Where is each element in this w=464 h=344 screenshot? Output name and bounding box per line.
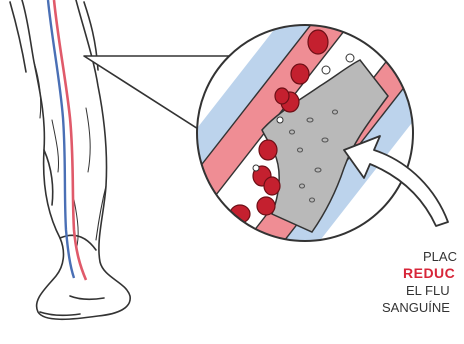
caption-line-3: EL FLU bbox=[406, 283, 450, 298]
caption-line-2: REDUC bbox=[403, 266, 455, 281]
caption-line-1: PLAC bbox=[423, 249, 457, 264]
leg-vein bbox=[48, 0, 74, 278]
leg-outline bbox=[10, 0, 130, 319]
magnified-view bbox=[140, 0, 464, 303]
caption-line-4: SANGUÍNE bbox=[382, 300, 450, 315]
